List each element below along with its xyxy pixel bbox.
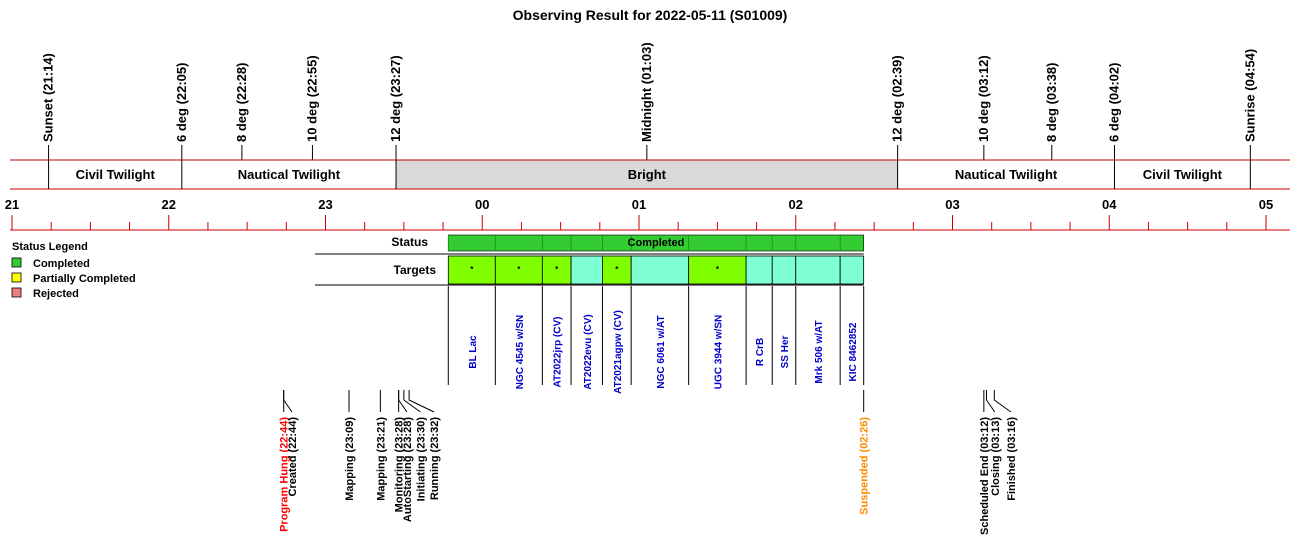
period-label: Nautical Twilight: [955, 167, 1058, 182]
log-event-leader: [283, 390, 293, 413]
night-event-label: 8 deg (03:38): [1044, 63, 1059, 142]
status-row-label: Status: [391, 235, 428, 249]
log-event-label: Suspended (02:26): [859, 417, 871, 515]
period-shade: [396, 160, 898, 189]
log-event-label: AutoStarting (23:28): [402, 417, 414, 522]
target-mark: *: [555, 265, 559, 274]
target-name: R CrB: [755, 338, 766, 366]
diagram-title: Observing Result for 2022-05-11 (S01009): [513, 7, 788, 23]
log-event-leader: [408, 390, 435, 413]
target-block: [447, 255, 496, 285]
log-event-leader: [398, 390, 408, 413]
log-event-label: Created (22:44): [287, 417, 299, 497]
axis-hour-label: 03: [945, 197, 959, 212]
target-block: [795, 255, 841, 285]
night-event-label: Sunset (21:14): [41, 53, 56, 142]
log-event-label: Initiating (23:30): [415, 417, 427, 502]
period-label: Nautical Twilight: [238, 167, 341, 182]
target-block: [494, 255, 543, 285]
target-block: [688, 255, 747, 285]
axis-hour-label: 04: [1102, 197, 1117, 212]
target-name: AT2022evu (CV): [583, 314, 594, 389]
log-event-label: Monitoring (23:28): [394, 417, 406, 513]
log-event-leader: [993, 390, 1012, 413]
night-event-label: 12 deg (02:39): [890, 55, 905, 142]
target-name: AT2021agpw (CV): [613, 310, 624, 394]
target-name: SS Her: [780, 335, 791, 368]
legend-item-label: Completed: [33, 258, 90, 270]
target-name: Mrk 506 w/AT: [814, 320, 825, 383]
target-block: [839, 255, 865, 285]
night-event-label: 8 deg (22:28): [234, 63, 249, 142]
log-event-label: Mapping (23:09): [344, 417, 356, 501]
target-mark: *: [716, 265, 720, 274]
axis-hour-label: 22: [162, 197, 176, 212]
night-event-label: 6 deg (22:05): [174, 63, 189, 142]
target-mark: *: [517, 265, 521, 274]
legend-title: Status Legend: [12, 241, 88, 253]
target-block: [630, 255, 690, 285]
target-name: AT2022jrp (CV): [553, 317, 564, 388]
night-event-label: Sunrise (04:54): [1242, 49, 1257, 142]
log-event-label: Running (23:32): [429, 417, 441, 500]
night-event-label: 10 deg (03:12): [976, 55, 991, 142]
log-event-label: Program Hung (22:44): [279, 417, 291, 532]
target-block: [745, 255, 773, 285]
target-mark: *: [615, 265, 619, 274]
status-bar-text: Completed: [628, 237, 685, 249]
target-block: [541, 255, 572, 285]
night-event-label: 10 deg (22:55): [304, 55, 319, 142]
legend-swatch: [11, 287, 22, 298]
legend-item-label: Partially Completed: [33, 273, 136, 285]
target-name: KIC 8462852: [848, 322, 859, 381]
night-event-label: Midnight (01:03): [639, 42, 654, 142]
target-name: BL Lac: [468, 335, 479, 369]
log-event-label: Scheduled End (03:12): [979, 417, 991, 535]
target-block: [570, 255, 603, 285]
target-name: NGC 6061 w/AT: [656, 315, 667, 388]
log-events: Program Hung (22:44)Created (22:44) Mappi…: [279, 390, 1018, 535]
target-name: UGC 3944 w/SN: [713, 315, 724, 389]
legend-swatch: [11, 257, 22, 268]
log-event-label: Mapping (23:21): [375, 417, 387, 501]
axis-hour-label: 05: [1259, 197, 1273, 212]
time-axis: 21 22 23 00 01 02 03 04 05: [5, 197, 1290, 231]
target-name: NGC 4545 w/SN: [515, 315, 526, 389]
axis-hour-label: 01: [632, 197, 646, 212]
period-label: Bright: [628, 167, 667, 182]
night-event-label: 6 deg (04:02): [1106, 63, 1121, 142]
target-block: [771, 255, 797, 285]
night-event-markers: Sunset (21:14) 6 deg (22:05) 8 deg (22:28)…: [41, 42, 1257, 160]
axis-hour-label: 00: [475, 197, 489, 212]
legend-swatch: [11, 272, 22, 283]
axis-hour-label: 23: [318, 197, 332, 212]
log-event-label: Finished (03:16): [1006, 417, 1018, 501]
log-event-leader: [403, 390, 421, 413]
twilight-periods: Civil Twilight Nautical Twilight Bright Nau…: [10, 159, 1290, 190]
axis-hour-label: 02: [789, 197, 803, 212]
targets-row-label: Targets: [394, 263, 437, 277]
target-mark: *: [470, 265, 474, 274]
axis-hour-label: 21: [5, 197, 19, 212]
period-label: Civil Twilight: [1143, 167, 1223, 182]
log-event-label: Closing (03:13): [990, 417, 1002, 496]
period-label: Civil Twilight: [76, 167, 156, 182]
legend-item-label: Rejected: [33, 288, 79, 300]
night-event-label: 12 deg (23:27): [388, 55, 403, 142]
log-event-leader: [985, 390, 996, 413]
